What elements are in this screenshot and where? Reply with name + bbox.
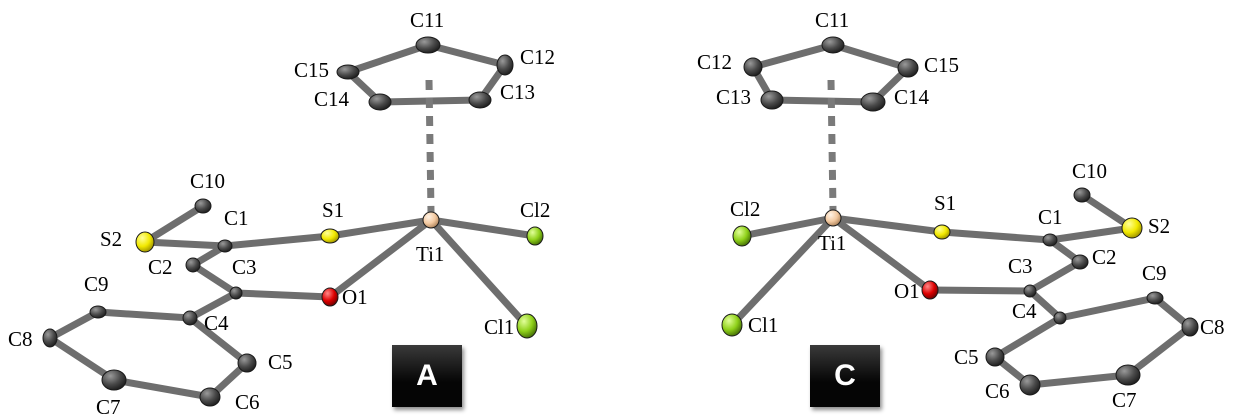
badge-c: C <box>810 345 880 407</box>
atom-s1-c <box>933 224 951 240</box>
atom-c5-c <box>985 347 1005 367</box>
label-c11-c: C11 <box>815 8 849 32</box>
atom-c8-c <box>1181 317 1199 337</box>
atom-c9-a <box>89 305 107 319</box>
label-c8-c: C8 <box>1200 315 1225 339</box>
label-c11-a: C11 <box>410 8 444 32</box>
label-s2-a: S2 <box>100 227 122 251</box>
cp-centroid-bond-a <box>425 79 435 213</box>
label-c8-a: C8 <box>8 327 33 351</box>
atom-c4-a <box>182 310 198 326</box>
label-o1-c: O1 <box>894 279 920 303</box>
label-c15-c: C15 <box>924 53 959 77</box>
label-s1-c: S1 <box>934 191 956 215</box>
label-c10-a: C10 <box>190 169 225 193</box>
label-c4-a: C4 <box>204 311 229 335</box>
label-cl1-a: Cl1 <box>484 315 514 339</box>
label-ti1-a: Ti1 <box>416 242 444 266</box>
atom-o1-c <box>921 280 939 300</box>
atom-c15-a <box>336 64 360 80</box>
atom-ti1-a <box>422 211 440 229</box>
label-c12-a: C12 <box>520 45 555 69</box>
atom-c10-a <box>194 198 212 214</box>
atom-c5-a <box>237 353 257 373</box>
atom-c15-c <box>897 58 919 78</box>
label-c1-c: C1 <box>1038 205 1063 229</box>
atoms-c <box>721 36 1199 396</box>
bonds-a <box>46 41 539 401</box>
bonds-c <box>728 41 1194 389</box>
label-s2-c: S2 <box>1148 214 1170 238</box>
atom-c10-c <box>1073 187 1091 203</box>
atom-cl1-a <box>516 313 538 339</box>
atom-c2-a <box>185 257 201 273</box>
atom-o1-a <box>321 287 339 307</box>
atom-c14-c <box>860 92 886 112</box>
atom-c1-c <box>1042 233 1058 247</box>
atom-c7-a <box>101 369 127 391</box>
label-c3-c: C3 <box>1008 254 1033 278</box>
atom-cl2-c <box>732 225 752 247</box>
label-c13-a: C13 <box>500 80 535 104</box>
label-c1-a: C1 <box>224 206 249 230</box>
badge-a: A <box>392 345 462 407</box>
structure-a: C11 C12 C15 C14 C13 C10 S1 Cl2 C1 S2 C2 … <box>8 8 555 415</box>
atom-c12-a <box>496 54 514 76</box>
label-c15-a: C15 <box>294 58 329 82</box>
label-c12-c: C12 <box>697 50 732 74</box>
label-c7-a: C7 <box>96 395 121 415</box>
atom-c3-c <box>1023 284 1037 298</box>
cp-centroid-bond-c <box>827 79 837 211</box>
labels-c: C11 C12 C15 C13 C14 C10 Cl2 S1 C1 S2 Ti1… <box>697 8 1225 412</box>
label-c5-a: C5 <box>268 350 293 374</box>
atom-c2-c <box>1071 254 1089 270</box>
label-c14-a: C14 <box>314 87 350 111</box>
label-c9-c: C9 <box>1142 261 1167 285</box>
structure-c: C11 C12 C15 C13 C14 C10 Cl2 S1 C1 S2 Ti1… <box>697 8 1225 412</box>
atom-c4-c <box>1053 311 1067 325</box>
label-c4-c: C4 <box>1012 299 1037 323</box>
label-cl2-a: Cl2 <box>520 198 550 222</box>
label-c10-c: C10 <box>1072 159 1107 183</box>
atom-c3-a <box>229 286 243 300</box>
atom-c6-c <box>1019 374 1041 396</box>
label-cl2-c: Cl2 <box>730 197 760 221</box>
atom-c13-c <box>760 90 784 110</box>
label-c2-c: C2 <box>1092 245 1117 269</box>
label-o1-a: O1 <box>342 285 368 309</box>
atom-c6-a <box>199 387 221 407</box>
atom-c12-c <box>743 57 763 77</box>
atom-s1-a <box>320 228 340 244</box>
label-c2-a: C2 <box>148 255 173 279</box>
atom-c14-a <box>368 93 392 111</box>
label-c3-a: C3 <box>232 255 257 279</box>
atom-ti1-c <box>824 209 842 227</box>
label-s1-a: S1 <box>322 198 344 222</box>
atoms-a <box>42 36 544 407</box>
atom-c7-c <box>1115 364 1141 386</box>
atom-cl1-c <box>721 313 743 337</box>
atom-cl2-a <box>526 226 544 246</box>
label-c6-a: C6 <box>235 390 260 414</box>
atom-s2-c <box>1121 217 1143 239</box>
atom-s2-a <box>135 231 155 253</box>
atom-c13-a <box>468 91 492 109</box>
atom-c8-a <box>42 328 58 348</box>
label-c7-c: C7 <box>1112 388 1137 412</box>
label-ti1-c: Ti1 <box>818 231 846 255</box>
label-c6-c: C6 <box>985 379 1010 403</box>
label-c9-a: C9 <box>84 272 109 296</box>
atom-c11-a <box>415 36 441 54</box>
labels-a: C11 C12 C15 C14 C13 C10 S1 Cl2 C1 S2 C2 … <box>8 8 555 415</box>
label-c5-c: C5 <box>954 345 979 369</box>
atom-c1-a <box>217 239 233 253</box>
label-c14-c: C14 <box>894 85 930 109</box>
label-cl1-c: Cl1 <box>748 313 778 337</box>
atom-c9-c <box>1146 291 1164 305</box>
atom-c11-c <box>821 36 845 54</box>
label-c13-c: C13 <box>716 85 751 109</box>
